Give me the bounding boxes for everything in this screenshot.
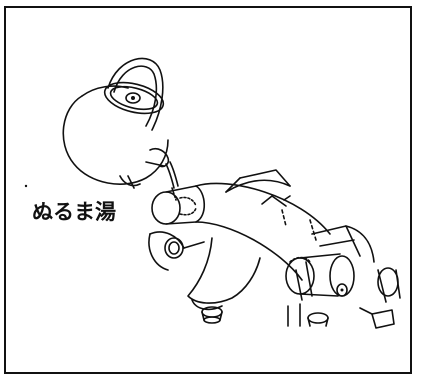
supply-pipes [281, 209, 317, 241]
right-flow-handle [285, 253, 355, 297]
right-wall-mount [311, 225, 401, 329]
kettle [62, 57, 170, 189]
stray-dot [24, 184, 28, 188]
lukewarm-water-label: ぬるま湯 [32, 200, 116, 224]
left-wall-mount [148, 231, 205, 271]
bottom-fittings [201, 306, 329, 327]
faucet-body [151, 169, 331, 327]
figure-frame [4, 6, 412, 374]
